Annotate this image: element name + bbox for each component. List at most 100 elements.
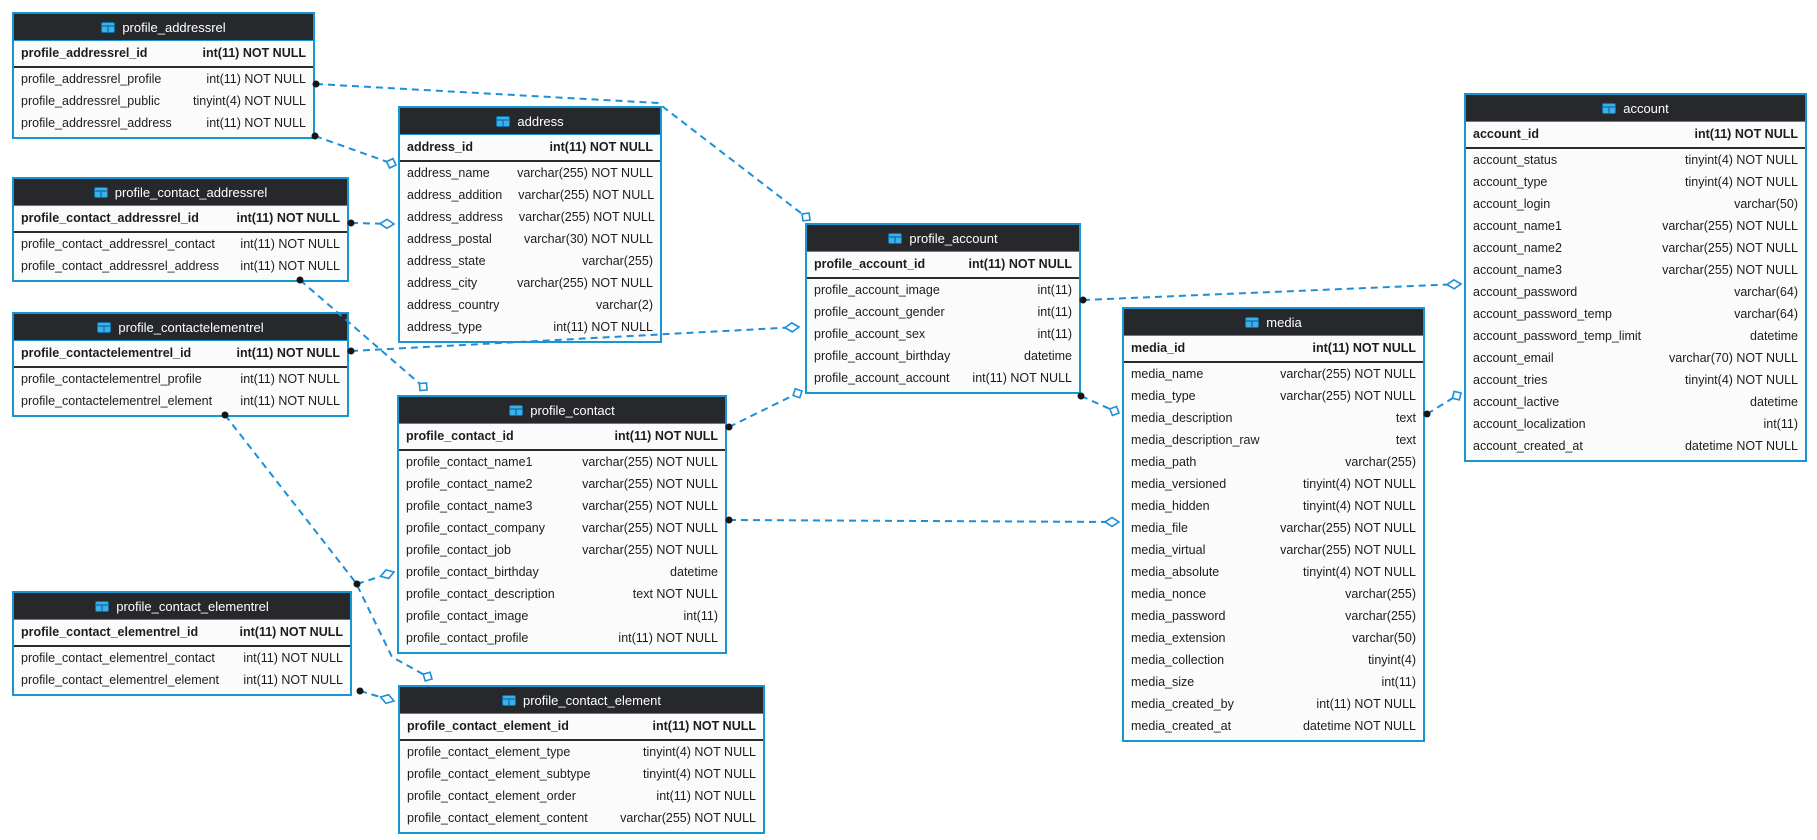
table-header[interactable]: profile_contact_addressrel <box>14 179 347 206</box>
relationship-profile_contact-profile_account[interactable] <box>725 387 805 431</box>
table-header[interactable]: profile_contact_elementrel <box>14 593 350 620</box>
relationship-profile_contact_elementrel-profile_contact[interactable] <box>353 568 396 588</box>
table-header[interactable]: address <box>400 108 660 135</box>
relationship-profile_account-account[interactable] <box>1079 278 1463 304</box>
table-header[interactable]: profile_contact <box>399 397 725 424</box>
table-header[interactable]: profile_contactelementrel <box>14 314 347 341</box>
relationship-media-account[interactable] <box>1423 389 1464 418</box>
relationship-profile_account-media[interactable] <box>1077 392 1122 418</box>
relationship-profile_addressrel-address[interactable] <box>311 132 398 170</box>
table-header[interactable]: profile_contact_element <box>400 687 763 714</box>
table-header[interactable]: profile_addressrel <box>14 14 313 41</box>
relationship-profile_contact_elementrel-profile_contact_element[interactable] <box>356 687 396 706</box>
table-header[interactable]: profile_account <box>807 225 1079 252</box>
table-header[interactable]: media <box>1124 309 1423 336</box>
relationship-profile_contact-media[interactable] <box>725 516 1121 528</box>
table-header[interactable]: account <box>1466 95 1805 122</box>
relationship-profile_contact_addressrel-address[interactable] <box>347 218 396 230</box>
